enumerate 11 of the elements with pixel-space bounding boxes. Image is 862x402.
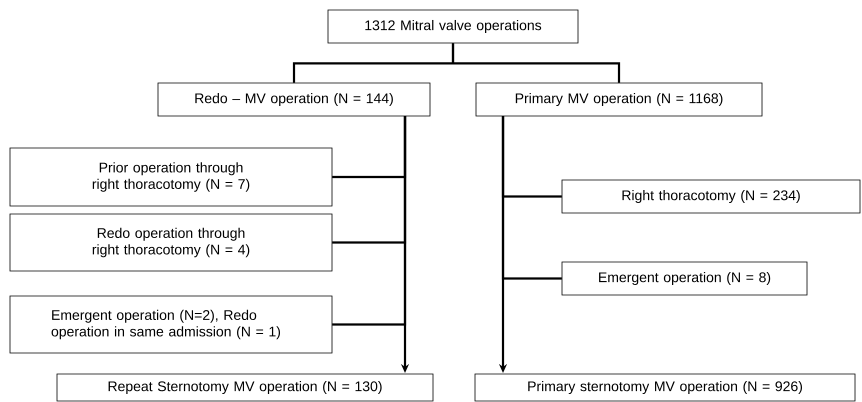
process-box: Prior operation through right thoracotomy (N = 7): [10, 148, 332, 206]
process-box: Primary sternotomy MV operation (N = 926): [474, 374, 856, 402]
process-box: Emergent operation (N=2), Redo operation in same admission (N = 1): [10, 296, 332, 354]
connector: [452, 43, 620, 83]
process-box: Redo – MV operation (N = 144): [158, 82, 430, 116]
process-box: Right thoracotomy (N = 234): [562, 180, 860, 214]
process-box: Emergent operation (N = 8): [562, 262, 808, 296]
process-box: Primary MV operation (N = 1168): [476, 82, 762, 116]
process-box: Redo operation through right thoracotomy (N = 4): [10, 214, 332, 272]
process-box: 1312 Mitral valve operations: [328, 10, 578, 44]
process-box: Repeat Sternotomy MV operation (N = 130): [56, 374, 434, 402]
